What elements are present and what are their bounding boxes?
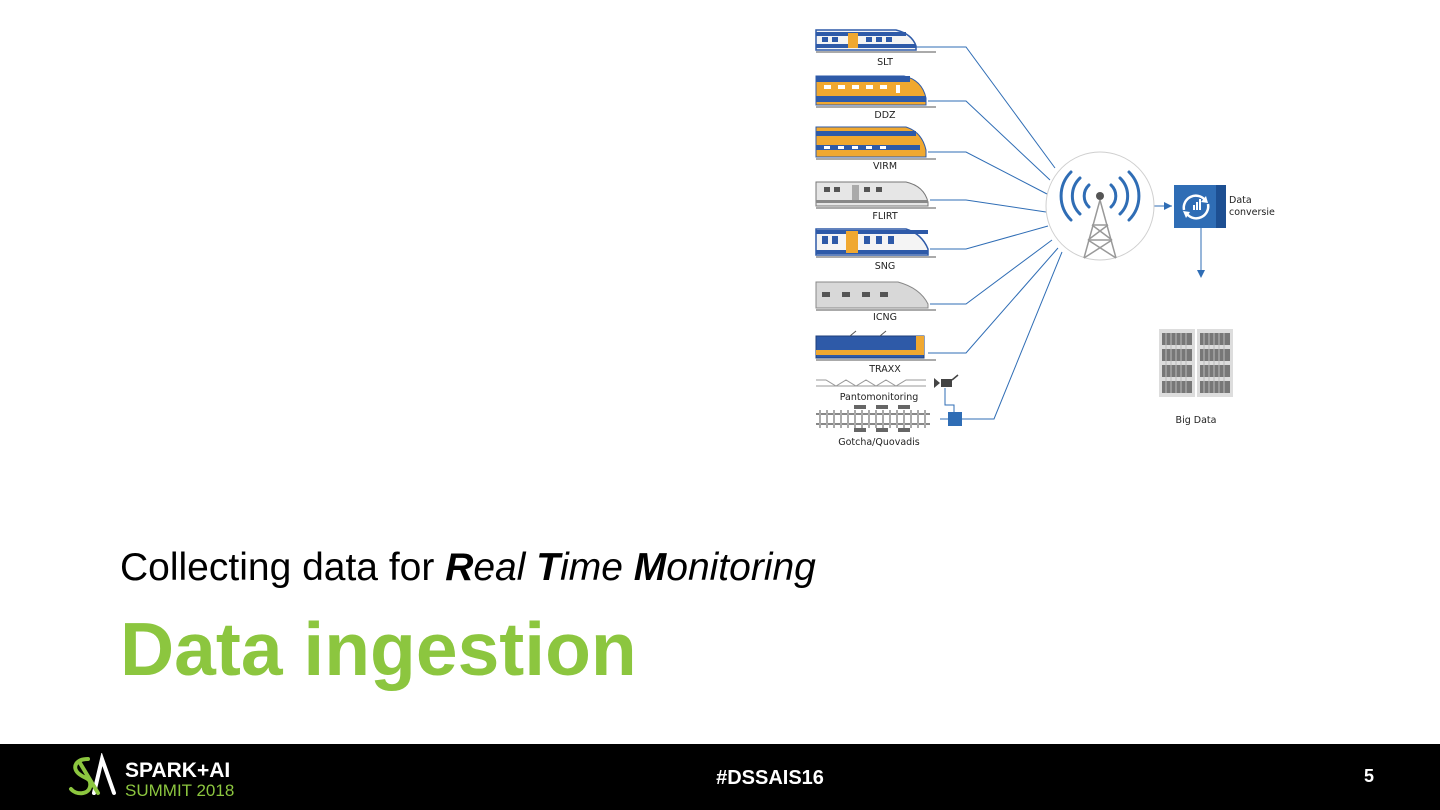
- train-label-slt: SLT: [877, 57, 893, 68]
- gotcha-track: [816, 405, 930, 432]
- label-big-data: Big Data: [1176, 415, 1217, 426]
- train-label-icng: ICNG: [873, 312, 897, 323]
- pantomonitoring-catenary: [816, 379, 926, 387]
- train-label-virm: VIRM: [873, 161, 897, 172]
- slide-footer: SPARK+AI SUMMIT 2018 #DSSAIS16 5: [0, 744, 1440, 810]
- label-gotcha-quovadis: Gotcha/Quovadis: [838, 437, 920, 448]
- train-label-ddz: DDZ: [874, 110, 896, 121]
- server-rack-icon: [1159, 329, 1233, 397]
- camera-icon: [934, 374, 959, 388]
- gotcha-collector-box: [948, 412, 962, 426]
- spark-ai-logo-mark-icon: [69, 753, 116, 796]
- train-sng: [815, 228, 936, 258]
- train-label-traxx: TRAXX: [868, 364, 901, 375]
- event-hashtag: #DSSAIS16: [716, 767, 824, 789]
- radio-tower-icon: [1045, 151, 1155, 261]
- label-data-conversie-line2: conversie: [1229, 207, 1275, 218]
- slide-subtitle: Collecting data for Real Time Monitoring: [120, 546, 816, 589]
- train-label-flirt: FLIRT: [872, 211, 897, 222]
- page-number: 5: [1363, 766, 1374, 786]
- spark-ai-logo: SPARK+AI SUMMIT 2018: [68, 753, 238, 801]
- train-label-sng: SNG: [875, 261, 896, 272]
- train-traxx: [815, 330, 936, 361]
- logo-text-summit: SUMMIT 2018: [125, 781, 235, 800]
- train-flirt: [815, 181, 936, 209]
- label-data-conversie-line1: Data: [1229, 195, 1252, 206]
- slide-title: Data ingestion: [120, 607, 637, 691]
- train-virm: [815, 126, 936, 160]
- data-conversion-icon: [1174, 185, 1226, 228]
- train-slt: [815, 29, 936, 53]
- label-pantomonitoring: Pantomonitoring: [840, 392, 919, 403]
- train-ddz: [815, 75, 936, 108]
- data-ingestion-diagram: SLT DDZ VIRM FLIRT SNG ICNG TRAXX Pantom…: [815, 29, 1275, 448]
- connection-lines: [916, 46, 1202, 420]
- logo-text-spark-ai: SPARK+AI: [125, 759, 231, 782]
- train-icng: [815, 281, 936, 311]
